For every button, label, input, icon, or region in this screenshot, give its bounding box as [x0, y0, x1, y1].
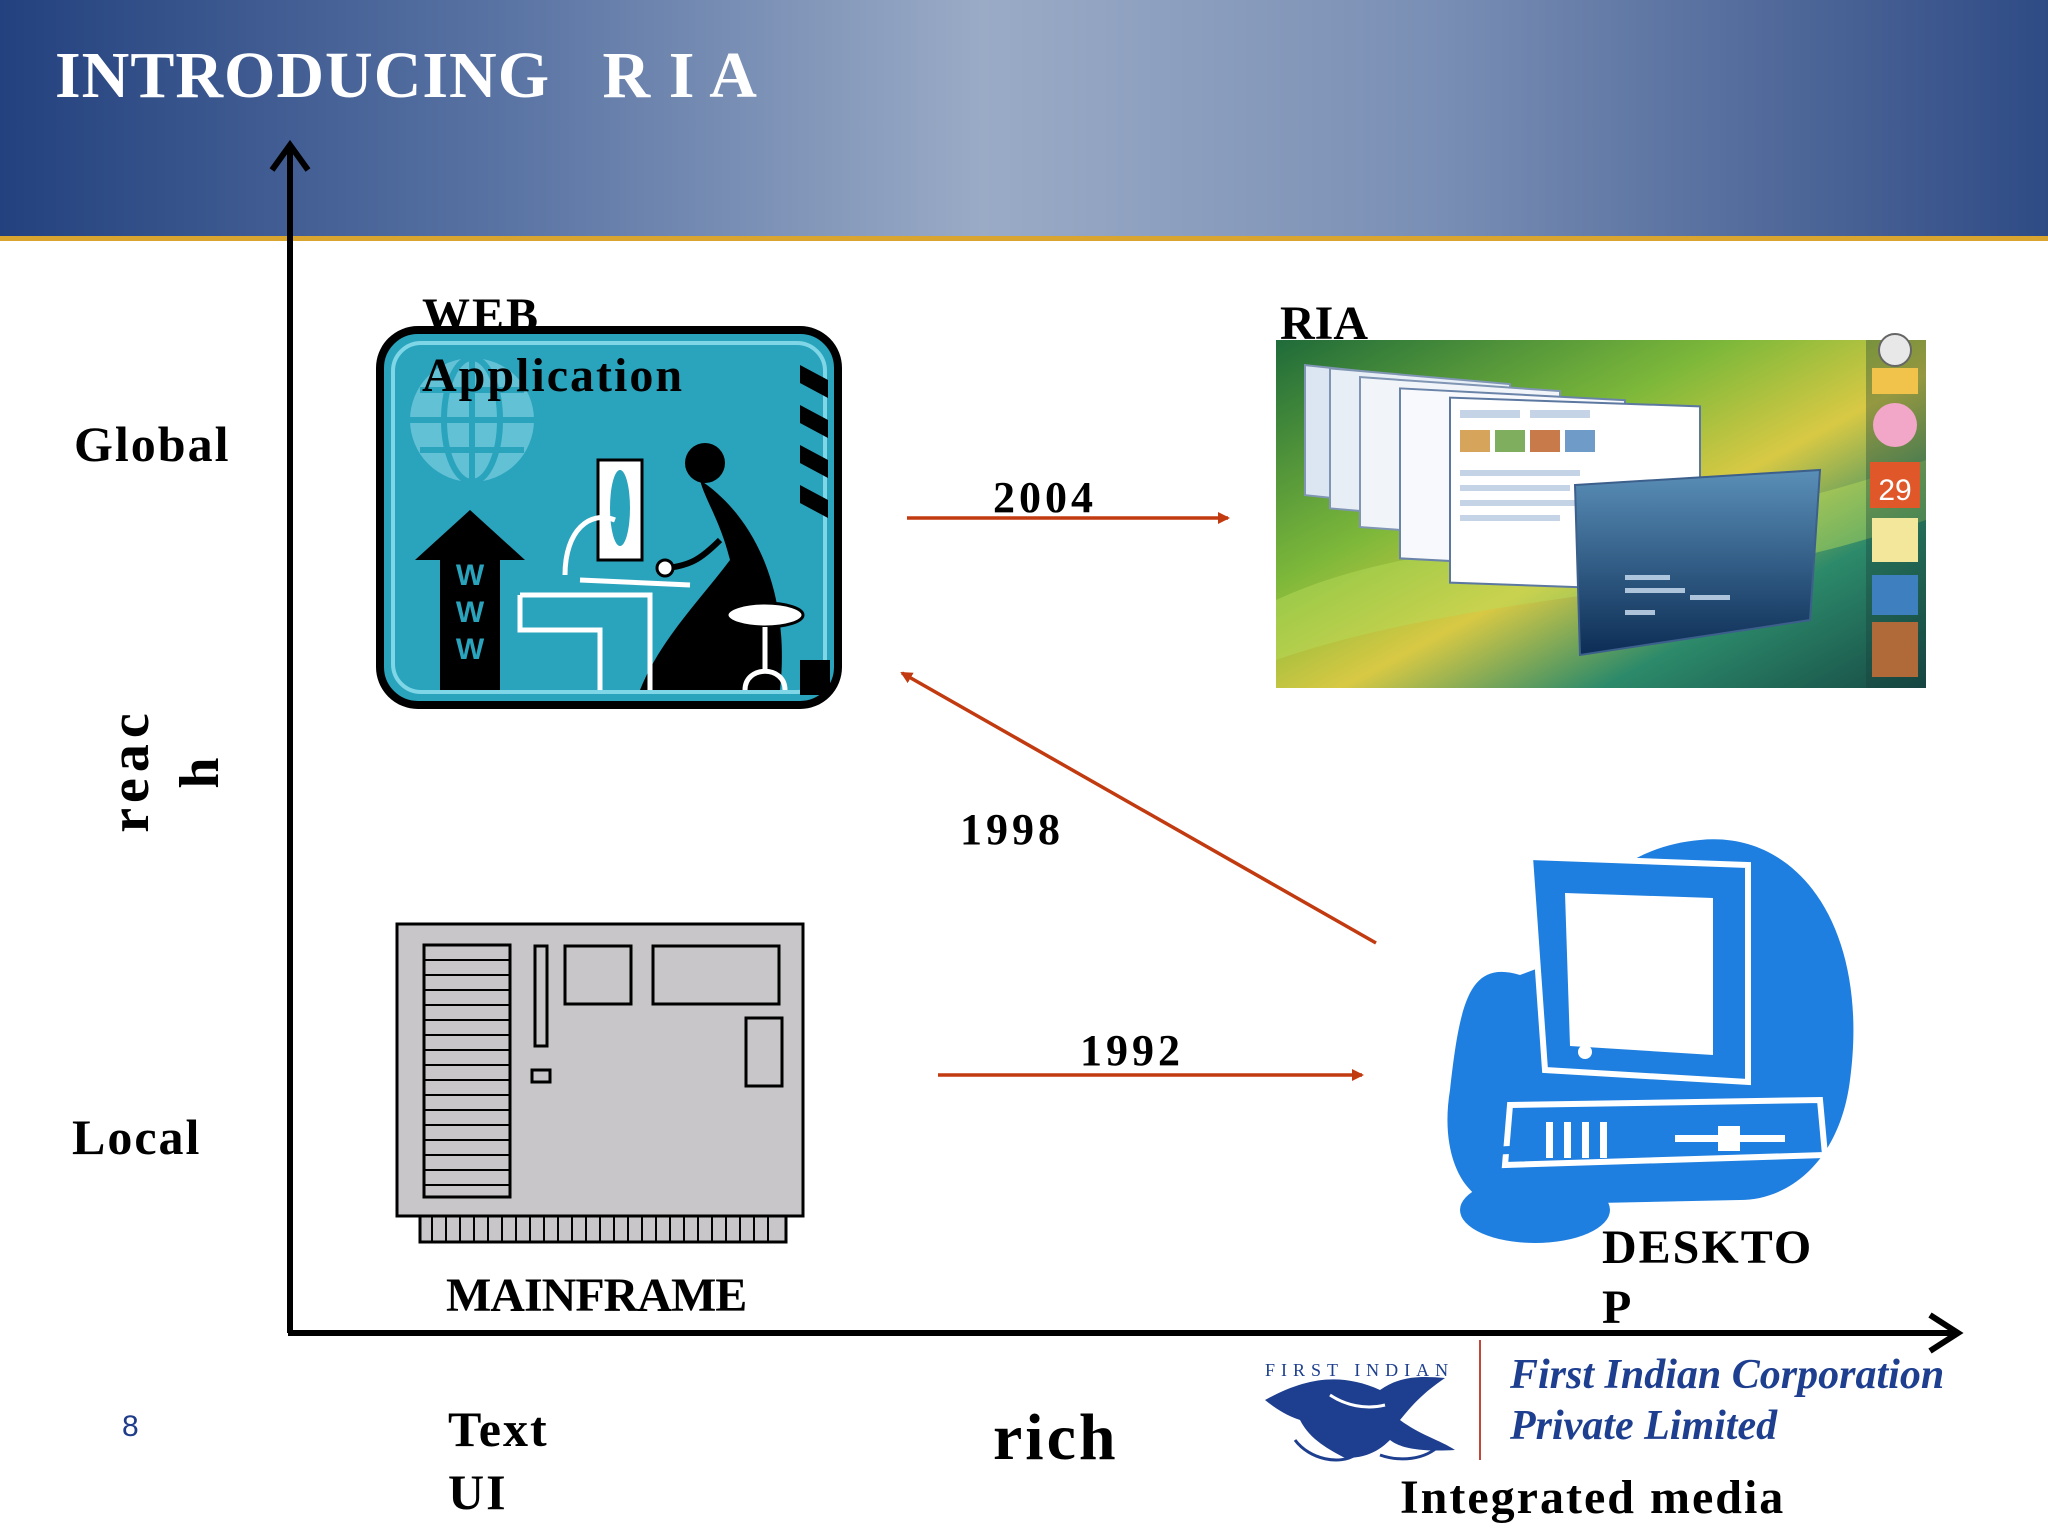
seal-text: FIRST INDIAN [1265, 1360, 1454, 1380]
company-name-line1: First Indian Corporation [1510, 1352, 1945, 1398]
company-logo-text: First Indian Corporation Private Limited [1510, 1350, 1944, 1452]
y-axis-top-label: Global [74, 416, 231, 472]
desktop-label: DESKTO P [1602, 1221, 1814, 1334]
banner-divider [0, 236, 2048, 241]
slide-title: INTRODUCING R I A [55, 39, 758, 112]
x-axis-arrowhead [1928, 1312, 1964, 1354]
y-axis-bottom-label: Local [72, 1109, 202, 1165]
svg-text:W: W [456, 559, 485, 592]
svg-text:W: W [456, 633, 485, 666]
mainframe-icon [395, 922, 805, 1244]
ria-screenshot: 29 [1276, 333, 1926, 688]
ria-label: RIA [1280, 297, 1369, 350]
year-label-1992: 1992 [1080, 1026, 1184, 1075]
axes [269, 139, 1964, 1354]
arrow-1998 [900, 671, 1377, 945]
y-axis-title-line2: h [169, 751, 231, 789]
x-axis-title: rich [993, 1401, 1119, 1474]
y-axis-title-line1: reac [99, 707, 161, 833]
web-application-label: WEB Application [422, 289, 685, 402]
year-label-1998: 1998 [960, 805, 1064, 854]
y-axis-title: reac h [95, 670, 235, 870]
svg-text:29: 29 [1878, 474, 1911, 507]
x-axis-right-label: Integrated media [1400, 1471, 1786, 1524]
page-number: 8 [122, 1410, 139, 1443]
year-label-2004: 2004 [993, 473, 1097, 522]
desktop-computer-icon [1447, 839, 1854, 1243]
svg-text:W: W [456, 596, 485, 629]
mainframe-label: MAINFRAME [446, 1269, 747, 1322]
web-application-icon: W W W [376, 326, 842, 709]
title-banner [0, 0, 2048, 236]
first-indian-eagle-logo: FIRST INDIAN [1265, 1340, 1481, 1462]
x-axis-left-label: Text UI [448, 1401, 549, 1520]
company-name-line2: Private Limited [1510, 1403, 1778, 1450]
y-axis-arrowhead [269, 139, 311, 172]
